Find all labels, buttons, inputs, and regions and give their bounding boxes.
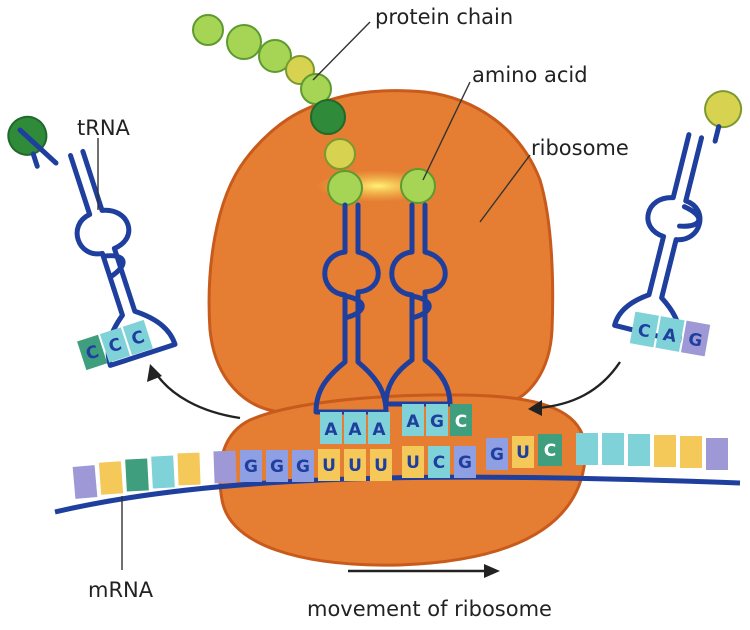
exit-arrow-head <box>147 364 162 382</box>
mrna-base-tile <box>512 436 534 468</box>
anticodon-letter: C <box>106 335 124 358</box>
anticodon-letter: A <box>324 420 338 440</box>
mrna-base-letter: U <box>348 456 362 476</box>
ribosome-leader <box>479 154 531 223</box>
anticodon-aaa: A A A <box>320 412 390 444</box>
mrna-base-letter: G <box>458 453 472 473</box>
mrna-base-tile <box>370 449 392 481</box>
mrna-base-tile <box>428 446 450 478</box>
anticodon-tile <box>450 404 472 436</box>
amino-acid-label: amino acid <box>472 63 588 87</box>
mrna-codon-guc: G U C <box>486 434 562 470</box>
mrna-base-letter: G <box>490 445 504 465</box>
entry-arrow <box>537 361 621 410</box>
ribosome-label: ribosome <box>531 136 629 160</box>
mrna-base-tile <box>318 449 340 481</box>
mrna-base-letter: G <box>296 457 310 477</box>
mrna-base-tile <box>266 450 288 482</box>
mrna-base-letter: U <box>374 456 388 476</box>
amino-acid-bead <box>324 138 356 170</box>
anticodon-letter: C <box>455 412 467 432</box>
mrna-base-tile <box>240 450 262 482</box>
mrna-base-tile <box>628 434 650 466</box>
movement-label: movement of ribosome <box>307 597 552 621</box>
mrna-base-tile <box>125 458 149 492</box>
anticodon-letter: A <box>372 420 386 440</box>
amino-acid-bead <box>310 99 346 135</box>
amino-acid-bead <box>258 39 292 73</box>
mrna-strand <box>72 433 728 499</box>
mrna-base-letter: U <box>516 443 530 463</box>
mrna-base-tile <box>177 452 201 486</box>
anticodon-tile <box>368 412 390 444</box>
mrna-base-tile <box>72 465 98 499</box>
mrna-base-letter: G <box>244 457 258 477</box>
mrna-base-tile <box>151 455 175 489</box>
mrna-base-tile <box>706 438 728 470</box>
mrna-base-letter: U <box>406 453 420 473</box>
trna-label: tRNA <box>77 116 131 140</box>
anticodon-letter: C <box>129 327 147 350</box>
mrna-base-tile <box>680 436 702 468</box>
anticodon-tile <box>122 319 153 356</box>
mrna-codon-uuu: U U U <box>318 449 392 481</box>
mrna-codon-ggg: G G G <box>240 450 314 482</box>
anticodon-letter: A <box>406 412 420 432</box>
anticodon-cag: C A G <box>629 311 711 357</box>
movement-arrow-head <box>484 564 500 578</box>
mrna-base-letter: C <box>433 453 445 473</box>
mrna-codon-ucg: U C G <box>402 446 476 478</box>
protein-chain-leader <box>312 21 371 81</box>
anticodon-ccc: C C C <box>77 319 153 371</box>
mrna-base-tile <box>486 438 508 470</box>
amino-acid-leader <box>422 81 471 181</box>
anticodon-letter: G <box>687 329 704 351</box>
trna-p-site <box>313 202 389 415</box>
anticodon-tile <box>426 404 448 436</box>
mrna-base-tile <box>454 446 476 478</box>
mrna-base-tile <box>576 433 598 465</box>
mrna-base-tile <box>213 450 237 484</box>
mrna-label: mRNA <box>88 578 154 602</box>
mrna-base-tile <box>654 435 676 467</box>
mrna-base-tile <box>402 446 424 478</box>
amino-acid-bead <box>400 168 436 204</box>
mrna-base-letter: U <box>322 456 336 476</box>
anticodon-tile <box>99 327 131 363</box>
anticodon-agc: A G C <box>402 404 472 436</box>
anticodon-tile <box>320 412 342 444</box>
mrna-base-letter: C <box>544 441 556 461</box>
amino-acid-bead <box>704 90 743 129</box>
anticodon-tile <box>77 334 108 371</box>
mrna-base-tile <box>602 433 624 465</box>
protein-chain <box>192 14 363 206</box>
entry-arrow-head <box>528 400 542 416</box>
anticodon-letter: C <box>83 342 101 365</box>
anticodon-letter: A <box>348 420 362 440</box>
anticodon-tile <box>344 412 366 444</box>
anticodon-tile <box>402 404 424 436</box>
anticodon-letter: C <box>636 321 652 343</box>
anticodon-tile <box>629 311 659 348</box>
exit-arrow <box>153 371 241 420</box>
trna-incoming-right <box>612 90 743 344</box>
anticodon-tile <box>655 316 685 352</box>
protein-chain-label: protein chain <box>375 5 513 29</box>
trna-left-acceptor-link <box>17 127 59 166</box>
amino-acid-bead <box>327 170 363 206</box>
amino-acid-bead <box>192 14 224 46</box>
mrna-base-tile <box>98 461 124 495</box>
mrna-base-tile <box>538 434 562 466</box>
mrna-base-letter: G <box>270 457 284 477</box>
anticodon-letter: A <box>661 325 678 347</box>
ribosome-large-subunit <box>207 89 555 414</box>
amino-acid-bead <box>226 24 262 60</box>
mrna-base-tile <box>292 450 314 482</box>
mrna-base-tile <box>344 449 366 481</box>
anticodon-letter: G <box>430 412 444 432</box>
anticodon-tile <box>681 320 711 357</box>
